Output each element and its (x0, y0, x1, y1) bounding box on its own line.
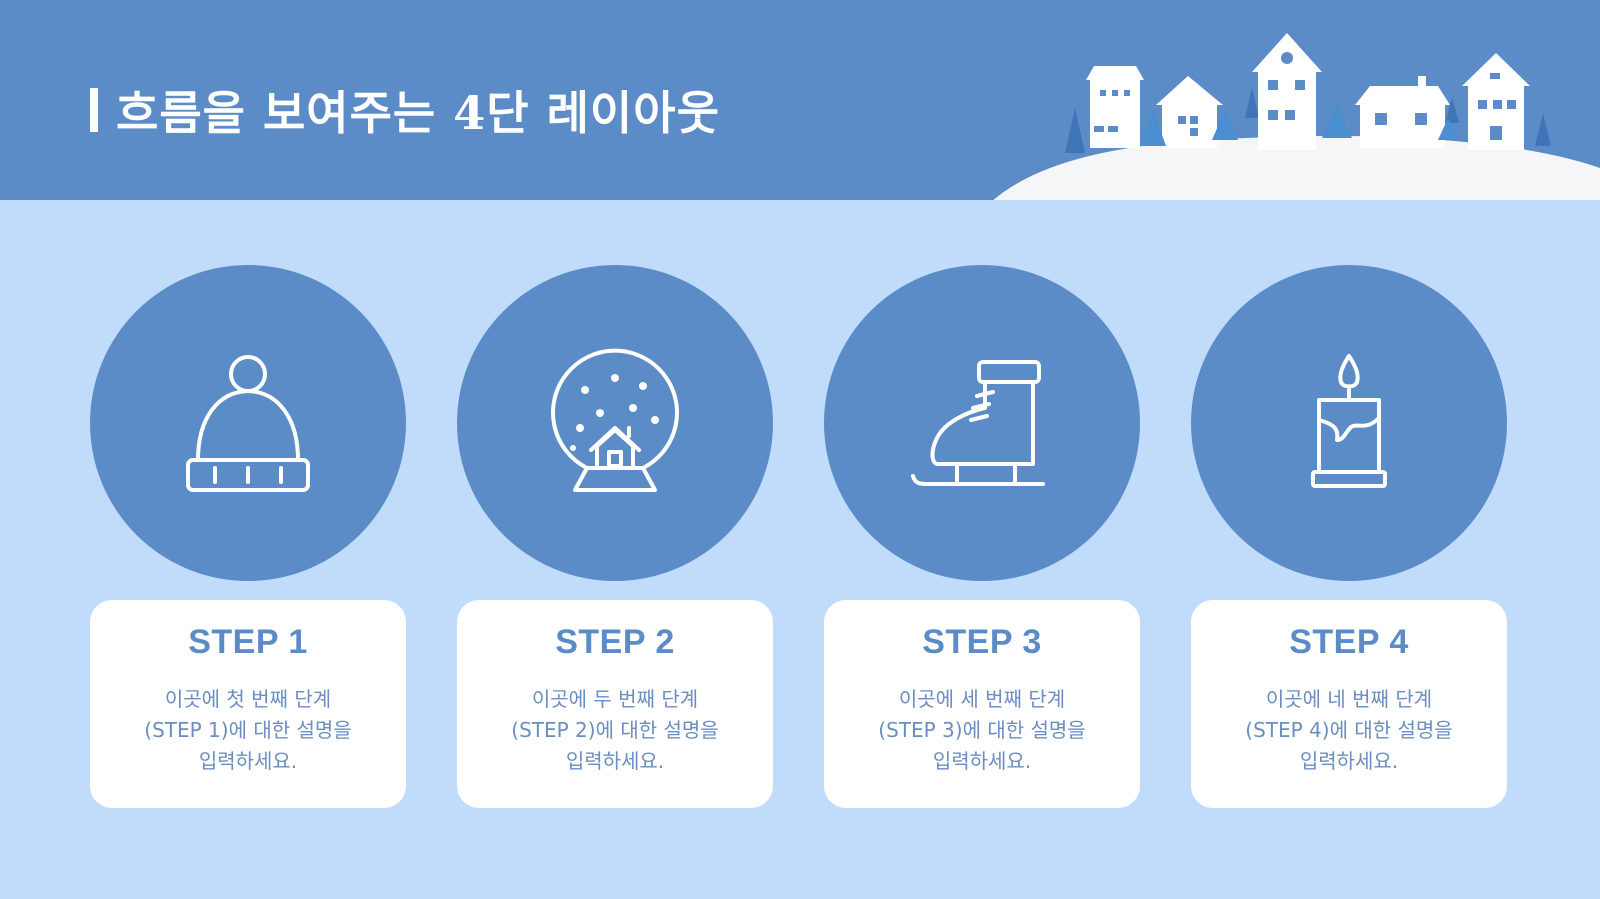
header-banner: 흐름을 보여주는 4단 레이아웃 (0, 0, 1600, 200)
step-3-desc-line-3: 입력하세요. (932, 749, 1032, 773)
step-1-title: STEP 1 (188, 623, 308, 661)
step-2-title: STEP 2 (555, 623, 675, 661)
step-2-desc-line-1: 이곳에 두 번째 단계 (531, 687, 699, 711)
step-3-desc-line-1: 이곳에 세 번째 단계 (898, 687, 1066, 711)
step-1-desc-line-3: 입력하세요. (198, 749, 298, 773)
step-3-card: STEP 3 이곳에 세 번째 단계 (STEP 3)에 대한 설명을 입력하세… (824, 600, 1140, 808)
step-4-description: 이곳에 네 번째 단계 (STEP 4)에 대한 설명을 입력하세요. (1191, 684, 1507, 777)
step-4: STEP 4 이곳에 네 번째 단계 (STEP 4)에 대한 설명을 입력하세… (1191, 265, 1507, 810)
step-2-circle (457, 265, 773, 581)
ice-skate-icon (911, 360, 1045, 486)
page-title: 흐름을 보여주는 4단 레이아웃 (116, 86, 720, 140)
step-4-desc-line-3: 입력하세요. (1299, 749, 1399, 773)
step-1: STEP 1 이곳에 첫 번째 단계 (STEP 1)에 대한 설명을 입력하세… (90, 265, 406, 810)
title-accent-bar (90, 88, 98, 132)
candle-icon (1311, 354, 1387, 488)
step-1-circle (90, 265, 406, 581)
step-2-desc-line-2: (STEP 2)에 대한 설명을 (511, 718, 719, 742)
step-2-card: STEP 2 이곳에 두 번째 단계 (STEP 2)에 대한 설명을 입력하세… (457, 600, 773, 808)
step-3-description: 이곳에 세 번째 단계 (STEP 3)에 대한 설명을 입력하세요. (824, 684, 1140, 777)
step-3-circle (824, 265, 1140, 581)
snowy-village-illustration (993, 33, 1600, 200)
step-1-desc-line-2: (STEP 1)에 대한 설명을 (144, 718, 352, 742)
title-group: 흐름을 보여주는 4단 레이아웃 (90, 82, 720, 140)
step-2-description: 이곳에 두 번째 단계 (STEP 2)에 대한 설명을 입력하세요. (457, 684, 773, 777)
step-4-title: STEP 4 (1289, 623, 1409, 661)
step-2-desc-line-3: 입력하세요. (565, 749, 665, 773)
step-4-desc-line-1: 이곳에 네 번째 단계 (1265, 687, 1433, 711)
step-3-desc-line-2: (STEP 3)에 대한 설명을 (878, 718, 1086, 742)
step-1-card: STEP 1 이곳에 첫 번째 단계 (STEP 1)에 대한 설명을 입력하세… (90, 600, 406, 808)
snow-globe-icon (551, 348, 679, 492)
step-3-title: STEP 3 (922, 623, 1042, 661)
step-3: STEP 3 이곳에 세 번째 단계 (STEP 3)에 대한 설명을 입력하세… (824, 265, 1140, 810)
step-1-description: 이곳에 첫 번째 단계 (STEP 1)에 대한 설명을 입력하세요. (90, 684, 406, 777)
beanie-hat-icon (186, 355, 310, 492)
step-2: STEP 2 이곳에 두 번째 단계 (STEP 2)에 대한 설명을 입력하세… (457, 265, 773, 810)
step-1-desc-line-1: 이곳에 첫 번째 단계 (164, 687, 332, 711)
step-4-circle (1191, 265, 1507, 581)
step-4-desc-line-2: (STEP 4)에 대한 설명을 (1245, 718, 1453, 742)
step-4-card: STEP 4 이곳에 네 번째 단계 (STEP 4)에 대한 설명을 입력하세… (1191, 600, 1507, 808)
